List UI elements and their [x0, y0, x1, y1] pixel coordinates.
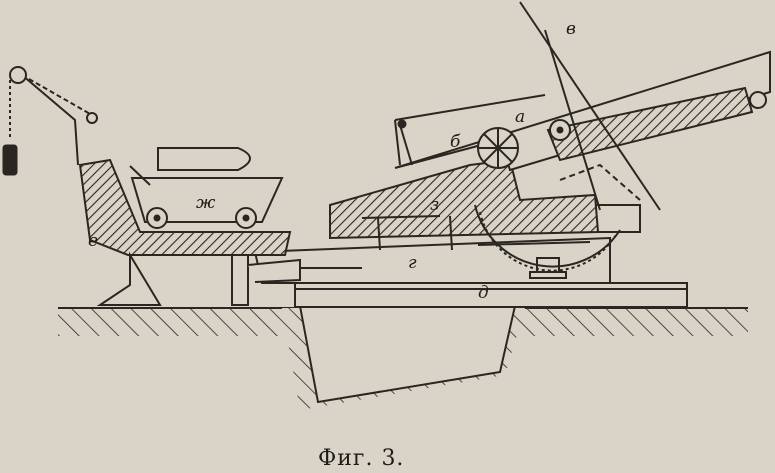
label-zh: ж — [196, 193, 216, 213]
elevating-arc — [474, 204, 621, 272]
handwheel — [477, 119, 571, 169]
trunnion-outline — [559, 163, 641, 201]
loading-frame — [78, 158, 301, 306]
label-b: б — [450, 132, 461, 152]
label-e: е — [88, 231, 98, 251]
label-a: а — [515, 107, 525, 127]
lower-slide — [253, 236, 611, 284]
crane — [2, 66, 98, 176]
sight-rod — [519, 1, 661, 233]
label-d: д — [478, 283, 489, 303]
base-platform — [294, 282, 688, 308]
foundation-pit — [282, 305, 525, 410]
shell-cart — [129, 147, 284, 229]
figure-caption: Фиг. 3. — [318, 446, 404, 471]
label-z: з — [430, 195, 439, 215]
carriage — [329, 158, 600, 251]
diagram-labels: а б в г д е ж з — [88, 19, 576, 303]
label-v: в — [566, 19, 576, 39]
breech-lever — [397, 119, 413, 166]
label-g: г — [408, 253, 417, 273]
